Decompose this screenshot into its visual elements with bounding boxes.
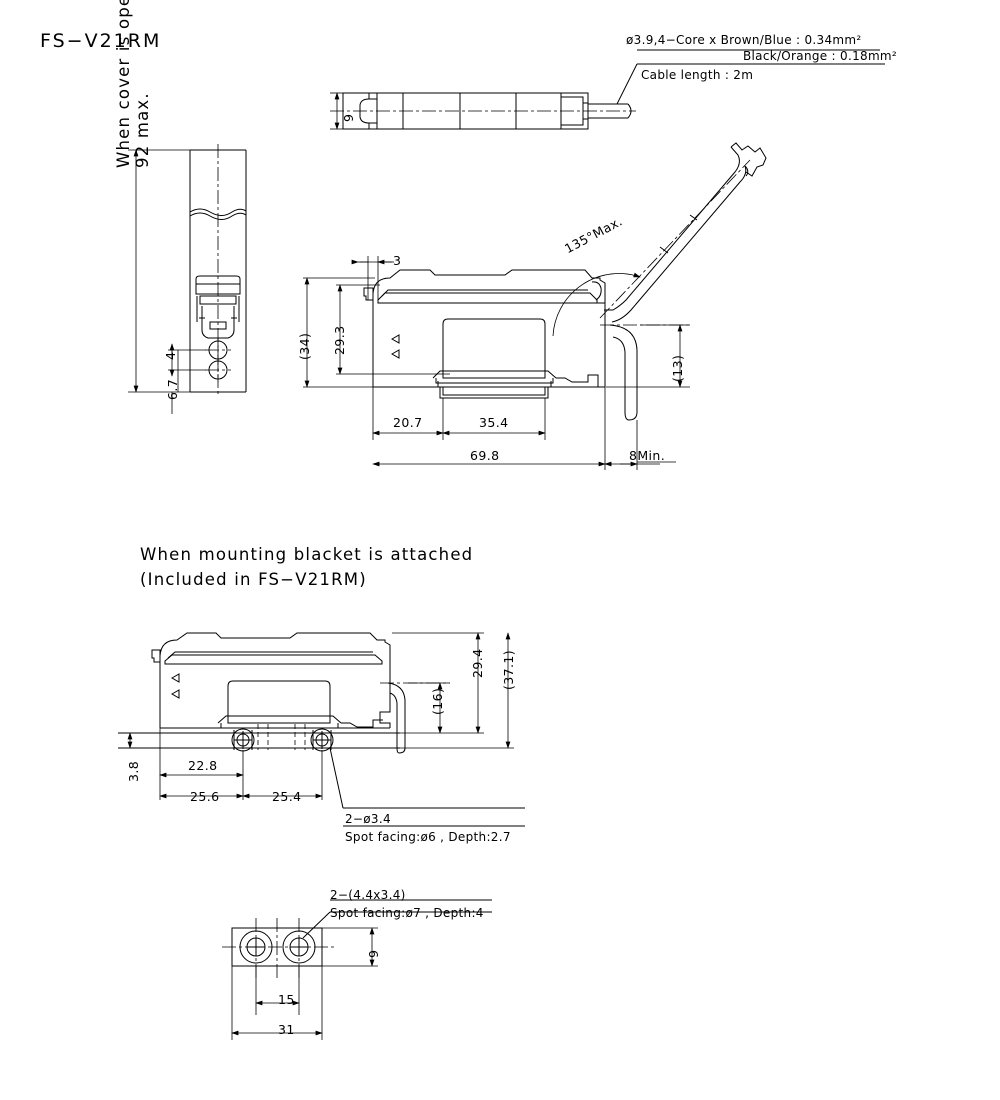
cable-note-line1: ø3.9,4−Core x Brown/Blue : 0.34mm² (626, 33, 862, 47)
dim-35-4: 35.4 (479, 415, 509, 430)
dim-22-8: 22.8 (188, 758, 218, 773)
amplifier-side-view (303, 142, 767, 470)
plan-hole-callout-line1: 2−(4.4x3.4) (330, 888, 406, 902)
dim-20-7: 20.7 (393, 415, 423, 430)
cable-length-note: Cable length : 2m (641, 68, 754, 82)
dim-69-8: 69.8 (470, 448, 500, 463)
bracket-screw-left (231, 728, 255, 752)
bracket-hole-callout-line2: Spot facing:ø6 , Depth:2.7 (345, 830, 511, 844)
bracket-heading-line2: (Included in FS−V21RM) (140, 570, 367, 589)
bracket-attached-side-view (118, 632, 525, 827)
dim-3: 3 (393, 253, 402, 268)
bracket-hole-callout-line1: 2−ø3.4 (345, 812, 391, 826)
cable-note-leader (616, 49, 885, 105)
cable-note-line2: Black/Orange : 0.18mm² (743, 49, 898, 63)
plan-hole-callout-line2: Spot facing:ø7 , Depth:4 (330, 906, 484, 920)
bracket-heading-line1: When mounting blacket is attached (140, 545, 474, 564)
bracket-screw-right (310, 728, 334, 752)
dim-8min: 8Min. (629, 448, 666, 463)
amplifier-top-view (330, 92, 636, 130)
amplifier-front-view (128, 144, 247, 414)
page-title: FS−V21RM (40, 30, 162, 52)
bracket-plan-view (222, 899, 492, 1040)
